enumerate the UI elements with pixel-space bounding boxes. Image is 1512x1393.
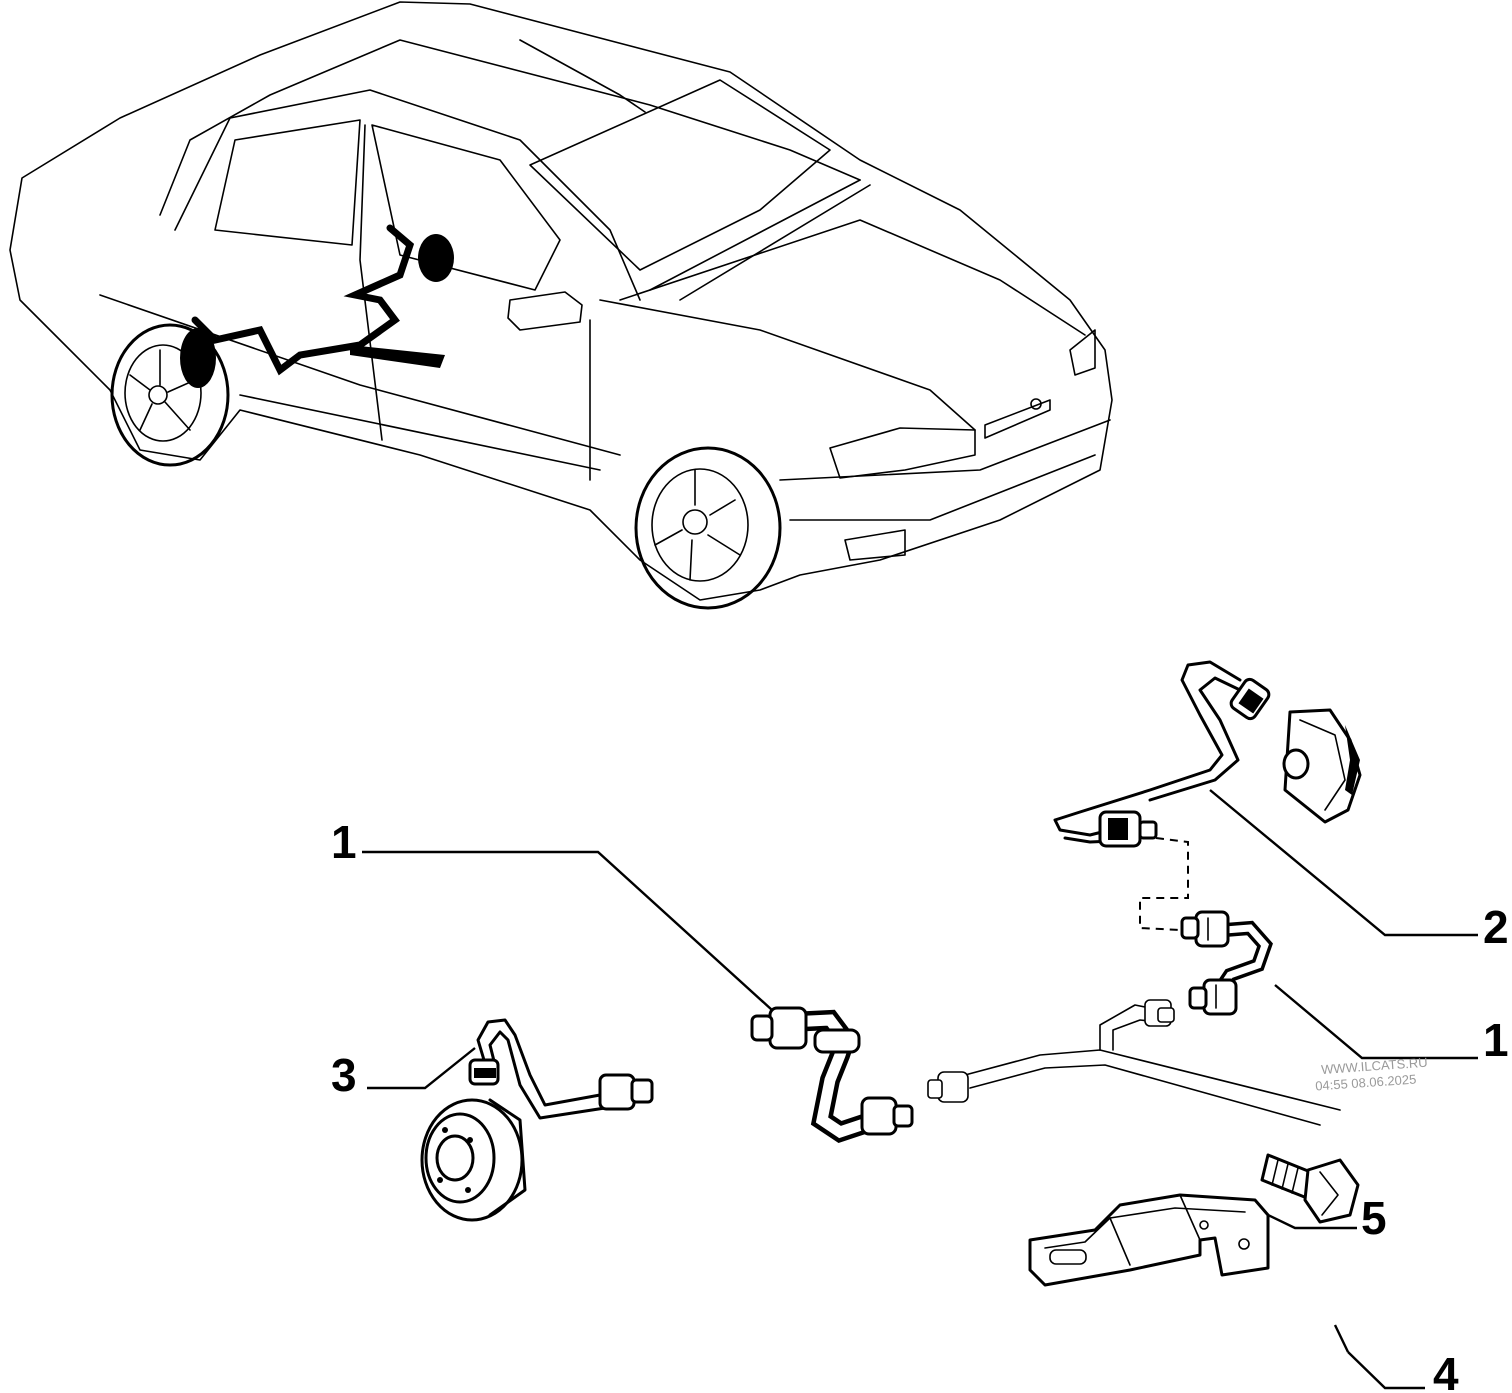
watermark-site: WWW.ILCATS.RU — [1321, 1055, 1428, 1077]
part-1-centre-hose — [750, 1006, 914, 1144]
callout-label: 1 — [331, 816, 357, 868]
part-5-bracket — [1028, 1193, 1270, 1287]
callout-leaders — [362, 789, 1478, 1390]
part-1-right-hose — [1180, 910, 1273, 1016]
watermark: WWW.ILCATS.RU 04:55 08.06.2025 — [1315, 1055, 1428, 1094]
centre-rigid-pipe — [927, 999, 1341, 1126]
callout-label: 2 — [1483, 901, 1509, 953]
part-4-bolt — [1260, 1153, 1360, 1224]
callout-label: 3 — [331, 1049, 357, 1101]
car-illustration — [9, 1, 1113, 610]
part-2-rigid-pipe — [1053, 660, 1362, 931]
callout-label: 1 — [1483, 1014, 1509, 1066]
watermark-timestamp: 04:55 08.06.2025 — [1315, 1071, 1417, 1093]
callout-label: 5 — [1361, 1192, 1387, 1244]
callout-label: 4 — [1433, 1348, 1459, 1393]
part-3-rear-pipe — [420, 1018, 654, 1222]
callout-labels: 1 2 1 3 5 4 — [331, 816, 1509, 1393]
